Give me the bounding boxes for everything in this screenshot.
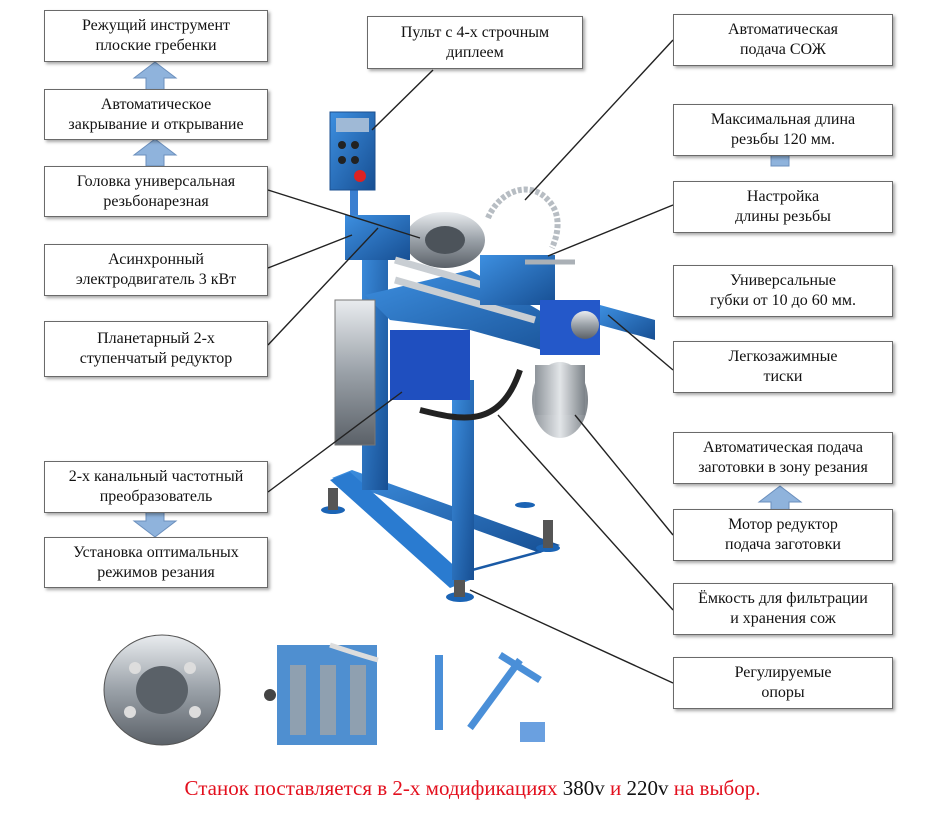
label-cutting-tool: Режущий инструмент плоские гребенки (44, 10, 268, 62)
leader-lines (267, 39, 674, 684)
arrow-up-icon (132, 61, 178, 91)
label-universal-jaws: Универсальные губки от 10 до 60 мм. (673, 265, 893, 317)
label-optimal-modes: Установка оптимальных режимов резания (44, 537, 268, 588)
inset-tools (435, 652, 545, 742)
label-adjustable-feet: Регулируемые опоры (673, 657, 893, 709)
label-coolant-feed: Автоматическая подача СОЖ (673, 14, 893, 66)
label-feed-motor: Мотор редуктор подача заготовки (673, 509, 893, 561)
label-motor: Асинхронный электродвигатель 3 кВт (44, 244, 268, 296)
label-gearbox: Планетарный 2-х ступенчатый редуктор (44, 321, 268, 377)
arrow-up-icon (132, 138, 178, 167)
machine-illustration (321, 111, 655, 602)
inset-head-closeup (264, 642, 379, 745)
label-max-thread-length: Максимальная длина резьбы 120 мм. (673, 104, 893, 156)
label-thread-length-adjust: Настройка длины резьбы (673, 181, 893, 233)
label-auto-open-close: Автоматическое закрывание и открывание (44, 89, 268, 140)
footer-note: Станок поставляется в 2-х модификациях 3… (184, 776, 761, 800)
label-control-panel: Пульт с 4-х строчным диплеем (367, 16, 583, 69)
arrow-down-icon (132, 509, 178, 538)
label-thread-head: Головка универсальная резьбонарезная (44, 166, 268, 217)
label-frequency-converter: 2-х канальный частотный преобразователь (44, 461, 268, 513)
label-auto-blank-feed: Автоматическая подача заготовки в зону р… (673, 432, 893, 484)
label-coolant-tank: Ёмкость для фильтрации и хранения сож (673, 583, 893, 635)
label-quick-vise: Легкозажимные тиски (673, 341, 893, 393)
inset-thread-head (103, 634, 221, 746)
